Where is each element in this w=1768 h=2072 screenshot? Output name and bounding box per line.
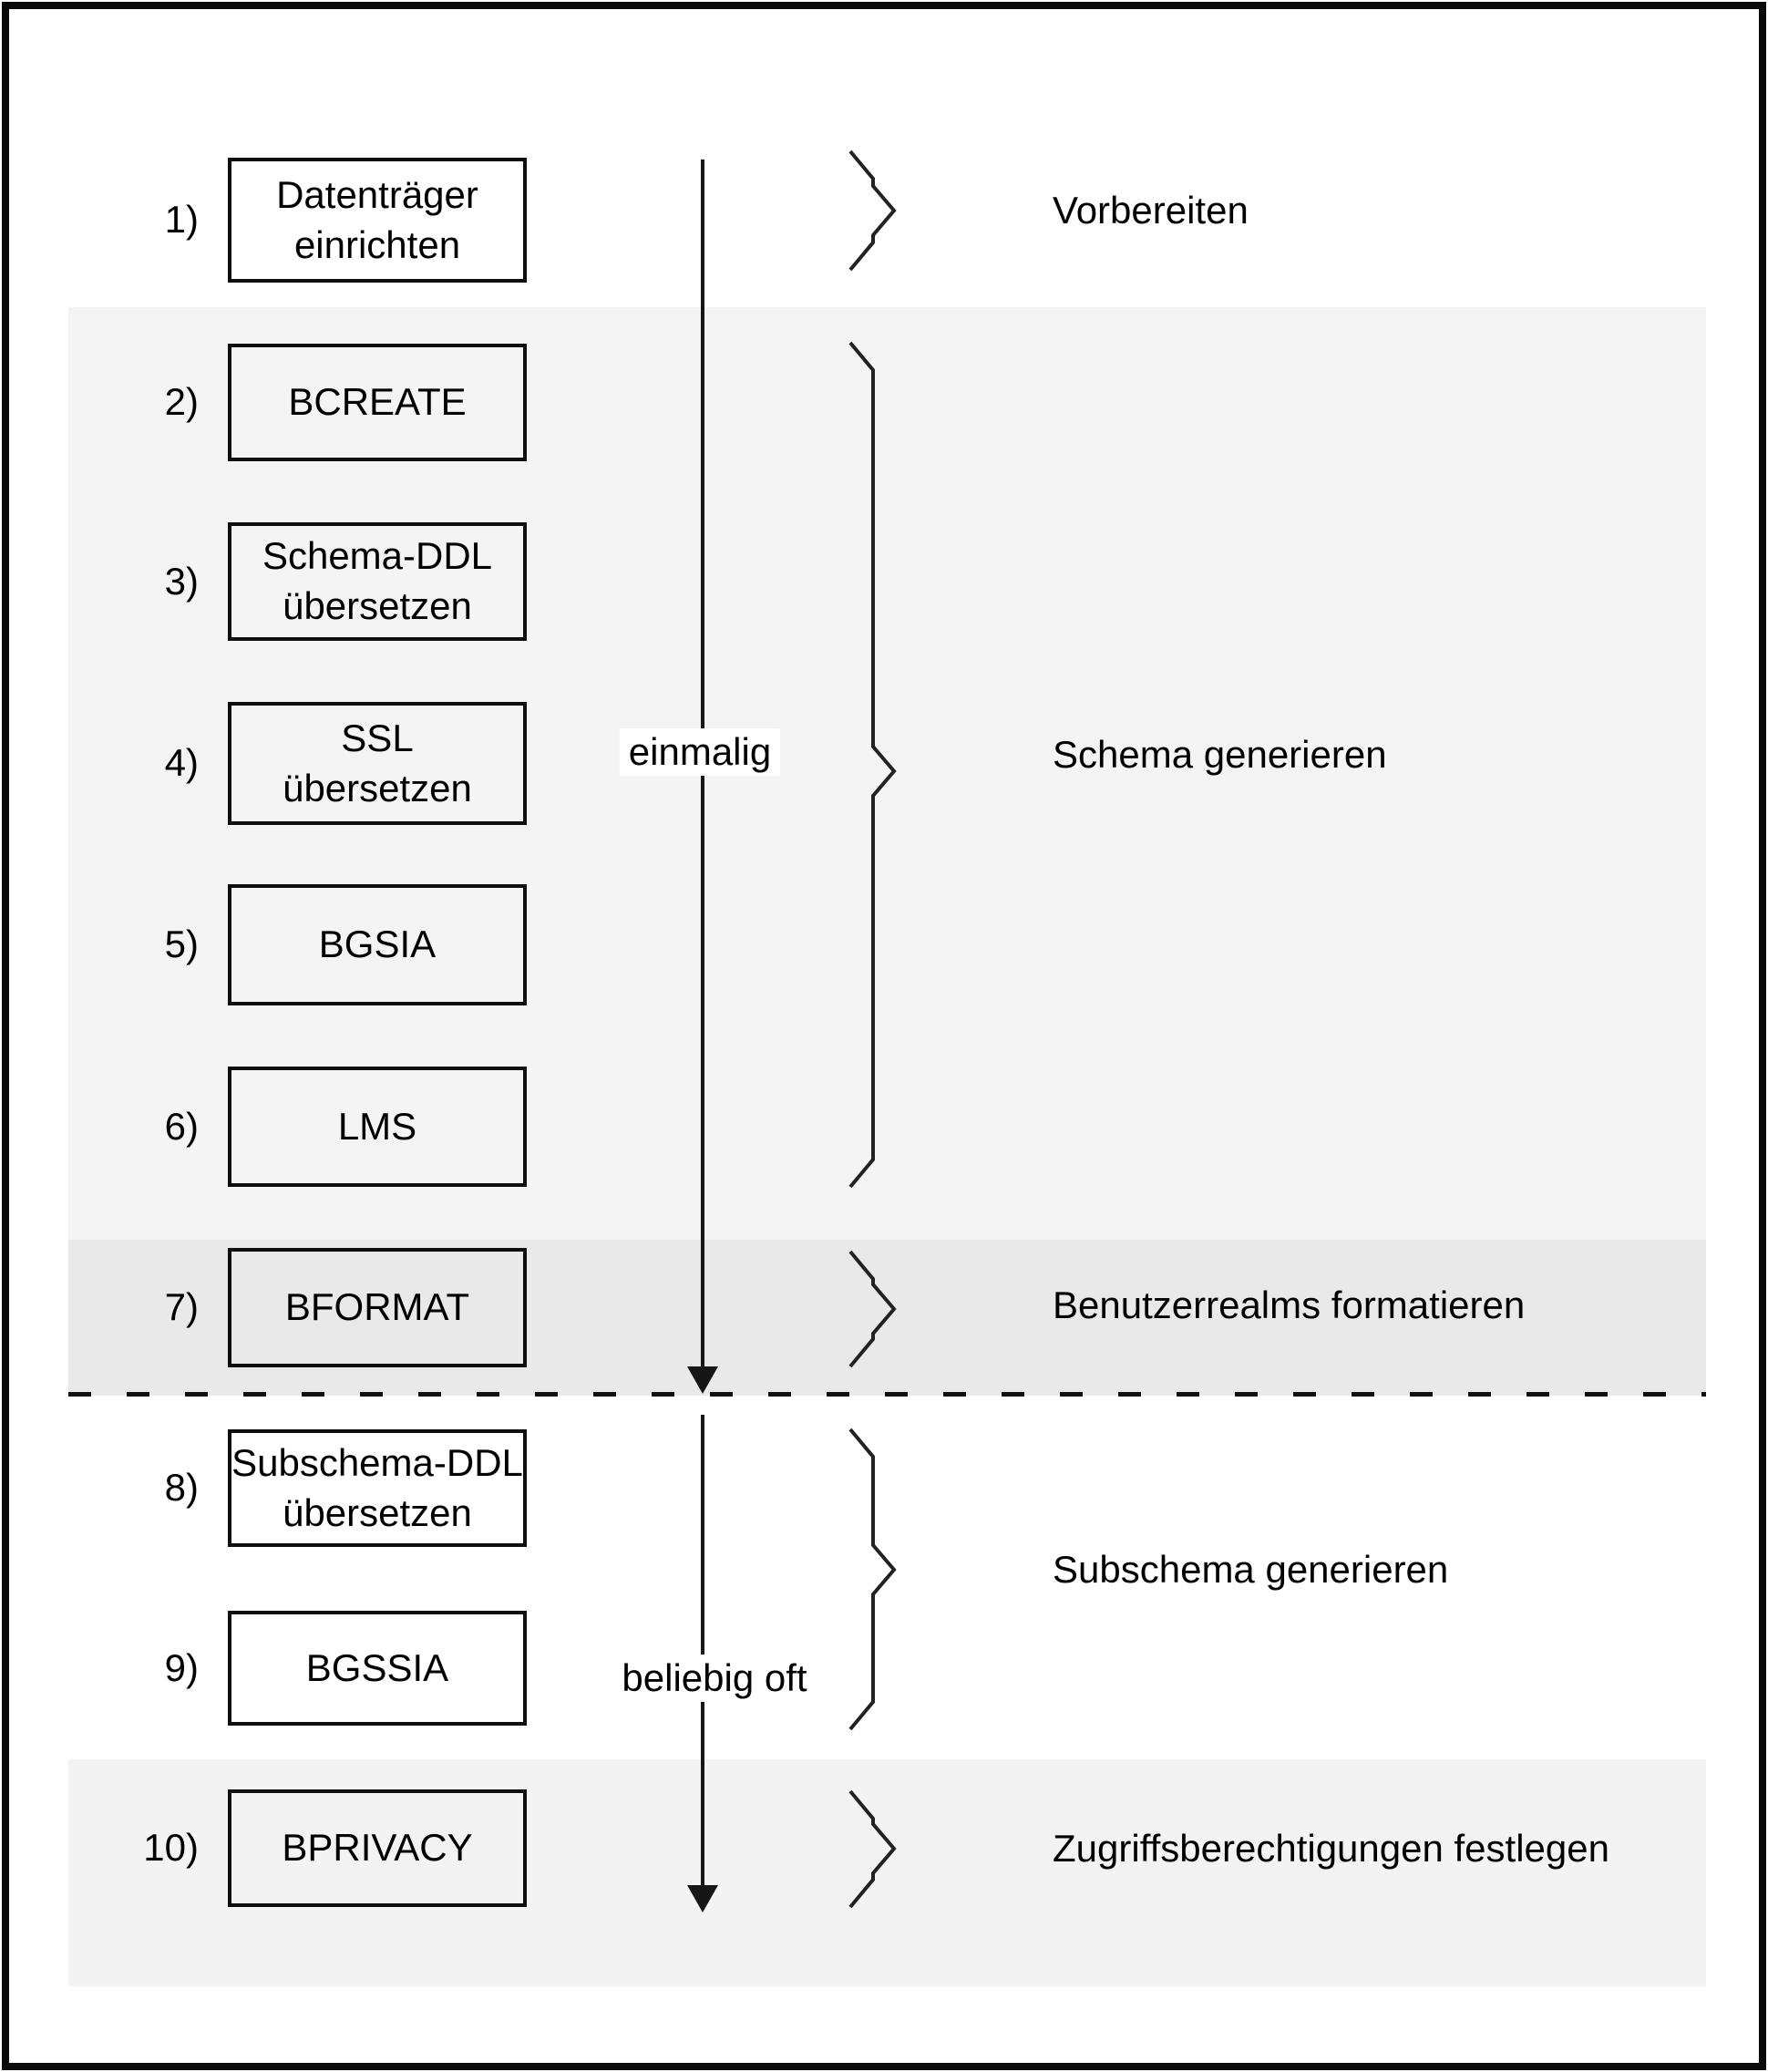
arrow-note-einmalig: einmalig xyxy=(619,728,781,776)
brace-benutzerrealms-icon xyxy=(848,1250,897,1368)
step-box-lms: LMS xyxy=(228,1067,527,1187)
group-label-vorbereiten: Vorbereiten xyxy=(1053,189,1249,232)
step-box-bgssia: BGSSIA xyxy=(228,1611,527,1726)
step-number-10: 10) xyxy=(143,1826,199,1869)
step-box-datentraeger-einrichten: Datenträger einrichten xyxy=(228,158,527,283)
group-label-schema-generieren: Schema generieren xyxy=(1053,733,1387,776)
step-box-subschema-ddl-uebersetzen: Subschema-DDL übersetzen xyxy=(228,1429,527,1547)
brace-zugriffsberechtigungen-icon xyxy=(848,1789,897,1909)
step-box-schema-ddl-uebersetzen: Schema-DDL übersetzen xyxy=(228,522,527,641)
brace-vorbereiten-icon xyxy=(848,149,897,272)
step-box-bprivacy: BPRIVACY xyxy=(228,1789,527,1907)
step-number-3: 3) xyxy=(164,560,199,603)
step-number-1: 1) xyxy=(164,198,199,241)
step-box-bcreate: BCREATE xyxy=(228,344,527,461)
down-arrowhead-icon xyxy=(687,1366,718,1394)
arrow-note-beliebig-oft: beliebig oft xyxy=(612,1655,817,1702)
step-number-2: 2) xyxy=(164,380,199,423)
group-label-subschema-generieren: Subschema generieren xyxy=(1053,1548,1449,1591)
dashed-separator-line xyxy=(68,1392,1706,1397)
step-number-5: 5) xyxy=(164,923,199,965)
down-arrowhead-icon xyxy=(687,1885,718,1912)
step-number-4: 4) xyxy=(164,741,199,784)
step-number-6: 6) xyxy=(164,1105,199,1148)
step-box-ssl-uebersetzen: SSL übersetzen xyxy=(228,702,527,825)
brace-schema-generieren-icon xyxy=(848,341,897,1189)
brace-subschema-generieren-icon xyxy=(848,1428,897,1731)
flow-arrow-line-bottom xyxy=(701,1415,704,1885)
step-number-8: 8) xyxy=(164,1466,199,1509)
group-label-benutzerrealms: Benutzerrealms formatieren xyxy=(1053,1283,1526,1326)
step-number-7: 7) xyxy=(164,1285,199,1328)
step-number-9: 9) xyxy=(164,1646,199,1689)
group-label-zugriffsberechtigungen: Zugriffsberechtigungen festlegen xyxy=(1053,1827,1609,1870)
step-box-bformat: BFORMAT xyxy=(228,1248,527,1367)
step-box-bgsia: BGSIA xyxy=(228,884,527,1005)
